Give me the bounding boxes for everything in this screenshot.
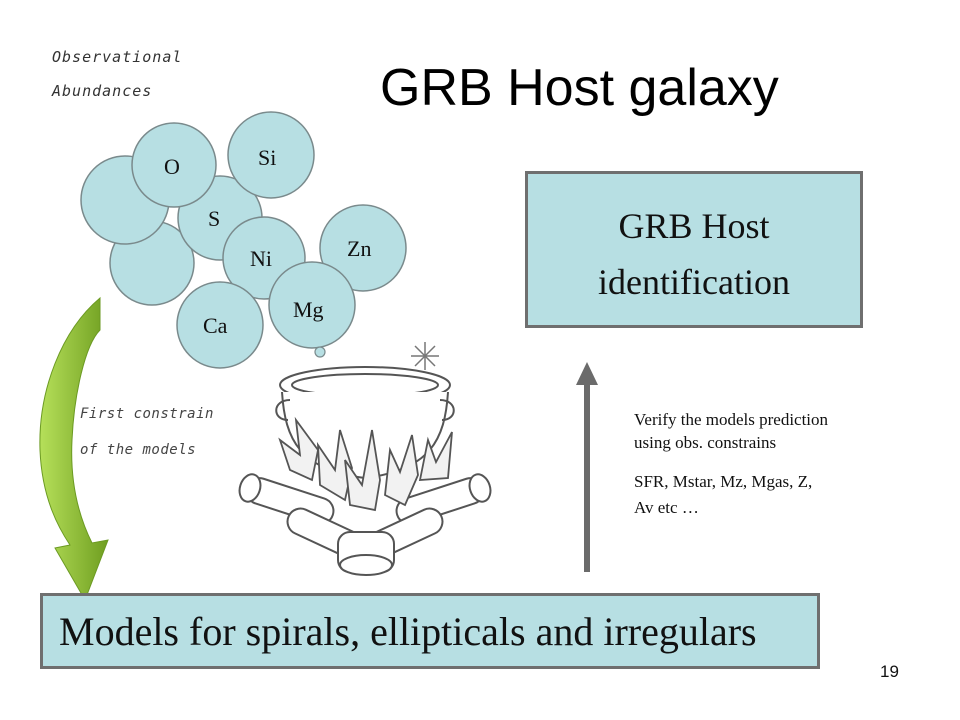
element-zn: Zn: [347, 236, 371, 261]
first-constrain-line2: of the models: [80, 442, 197, 458]
bubble-mg: [268, 261, 356, 349]
verify-text-line3: SFR, Mstar, Mz, Mgas, Z,: [634, 472, 813, 491]
element-ni: Ni: [250, 246, 272, 271]
element-o: O: [164, 154, 180, 179]
first-constrain-line1: First constrain: [80, 406, 214, 422]
host-box-line2: identification: [598, 262, 790, 302]
verify-text-line1: Verify the models prediction: [634, 410, 829, 429]
page-number: 19: [880, 662, 899, 681]
element-si: Si: [258, 145, 276, 170]
models-box-text: Models for spirals, ellipticals and irre…: [59, 609, 757, 654]
cauldron-illustration: [238, 342, 492, 576]
bubble-o: [131, 122, 217, 208]
bubble-ca: [176, 281, 264, 369]
bubble-si: [227, 111, 315, 199]
host-box-line1: GRB Host: [618, 206, 770, 246]
curved-green-arrow: [39, 296, 109, 602]
bubble-zn: [319, 204, 407, 292]
models-box: Models for spirals, ellipticals and irre…: [40, 593, 820, 669]
observational-label-line2: Abundances: [52, 82, 153, 100]
element-s: S: [208, 206, 220, 231]
bubble-drip: [314, 346, 326, 358]
grb-host-identification-box: GRB Host identification: [525, 171, 863, 328]
element-ca: Ca: [203, 313, 228, 338]
verify-text-line2: using obs. constrains: [634, 433, 777, 452]
verify-text-line4: Av etc …: [634, 498, 699, 517]
observational-label-line1: Observational: [52, 48, 183, 66]
element-bubbles: O Si S Ni Zn Ca Mg: [80, 111, 407, 369]
up-arrow: [576, 362, 598, 572]
element-mg: Mg: [293, 297, 324, 322]
slide-title: GRB Host galaxy: [380, 59, 779, 117]
